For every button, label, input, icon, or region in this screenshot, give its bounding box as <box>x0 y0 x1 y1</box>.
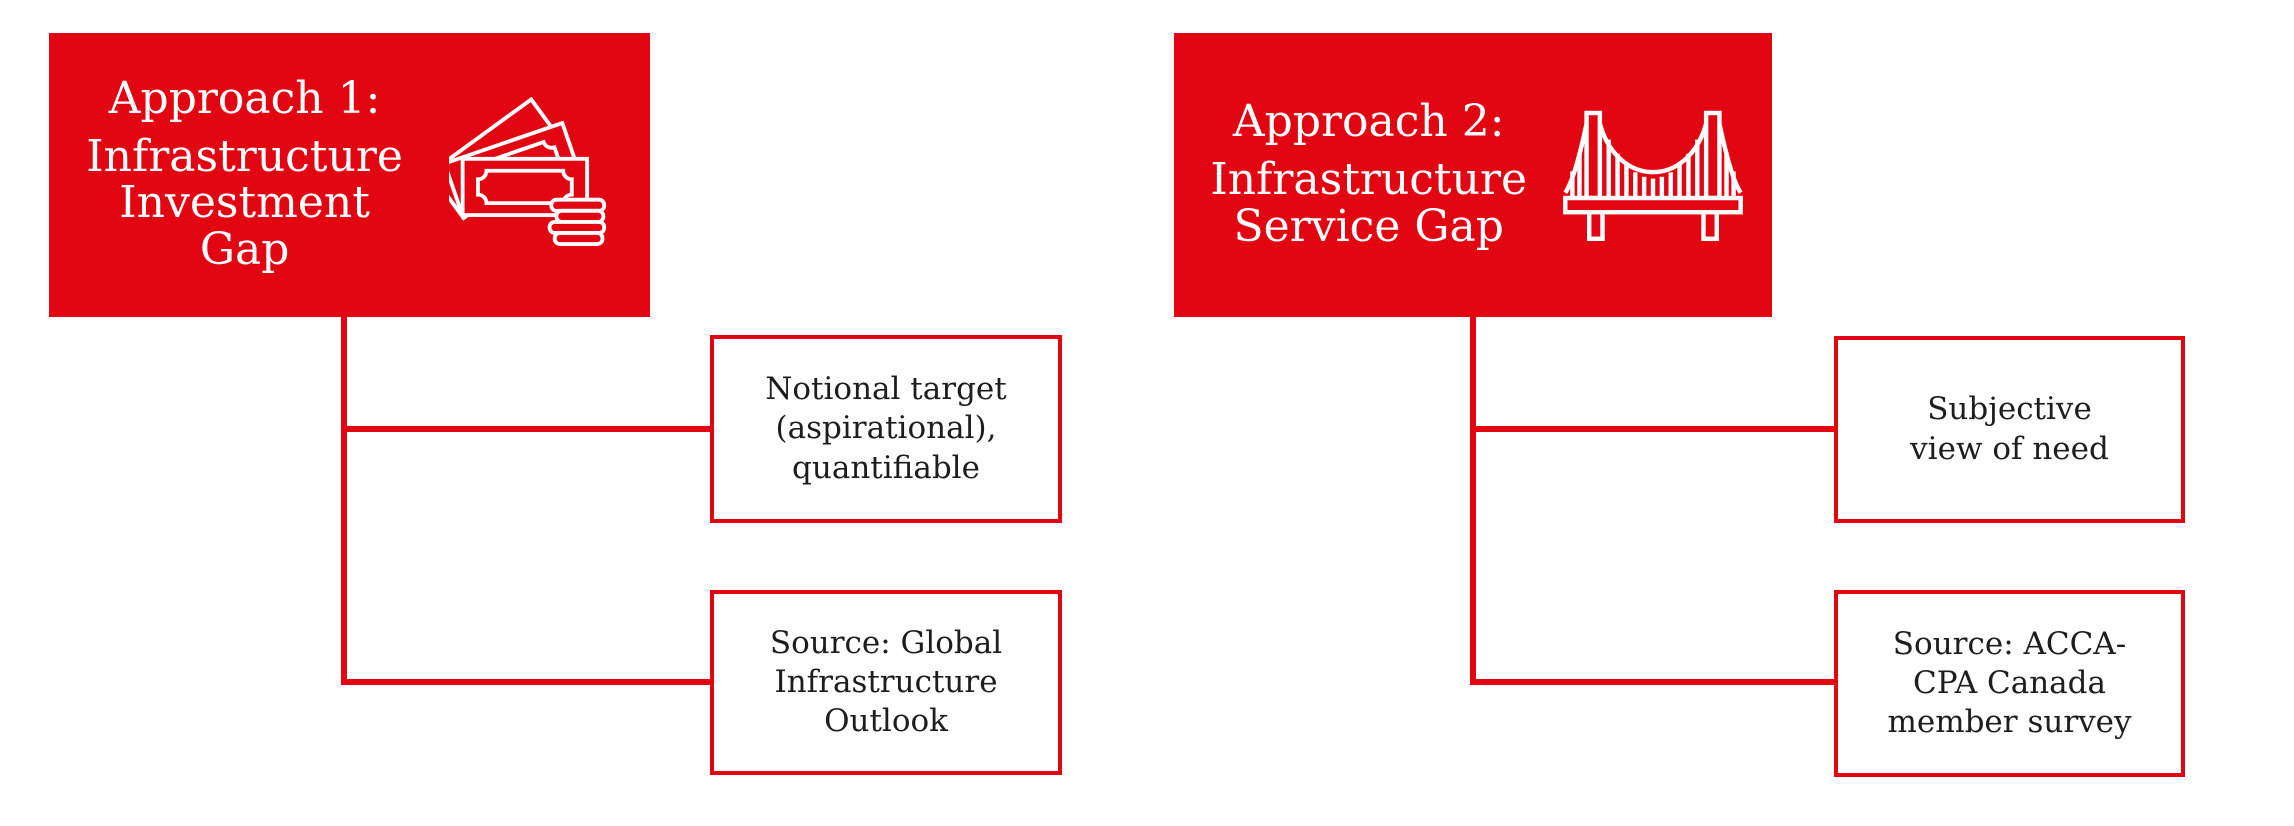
banknotes-coins-icon <box>410 89 650 261</box>
approach-1-title-line2: Investment Gap <box>119 177 370 275</box>
note-text: Notional target(aspirational),quantifiab… <box>765 371 1007 486</box>
approach-2-branch-line-top <box>1470 426 1834 432</box>
approach-2-title-line1: Infrastructure <box>1210 153 1528 205</box>
approach-1-branch-line-top <box>341 426 710 432</box>
approach-1-note-target: Notional target(aspirational),quantifiab… <box>710 335 1062 523</box>
approach-2-card: Approach 2: Infrastructure Service Gap <box>1174 33 1772 317</box>
approach-1-branch-line-bottom <box>341 679 710 685</box>
approach-1-heading: Approach 1: Infrastructure Investment Ga… <box>79 72 410 275</box>
approach-2-vertical-connector-line <box>1470 317 1476 685</box>
approach-1-card: Approach 1: Infrastructure Investment Ga… <box>49 33 650 317</box>
suspension-bridge-icon <box>1533 104 1772 246</box>
approach-2-heading: Approach 2: Infrastructure Service Gap <box>1204 95 1533 252</box>
approach-2-label: Approach 2: <box>1232 95 1505 147</box>
approach-2-branch-line-bottom <box>1470 679 1834 685</box>
approach-2-title-line2: Service Gap <box>1233 200 1504 252</box>
approach-1-title-line1: Infrastructure <box>86 130 403 182</box>
approach-1-label: Approach 1: <box>108 72 381 124</box>
approach-1-vertical-connector-line <box>341 317 347 685</box>
